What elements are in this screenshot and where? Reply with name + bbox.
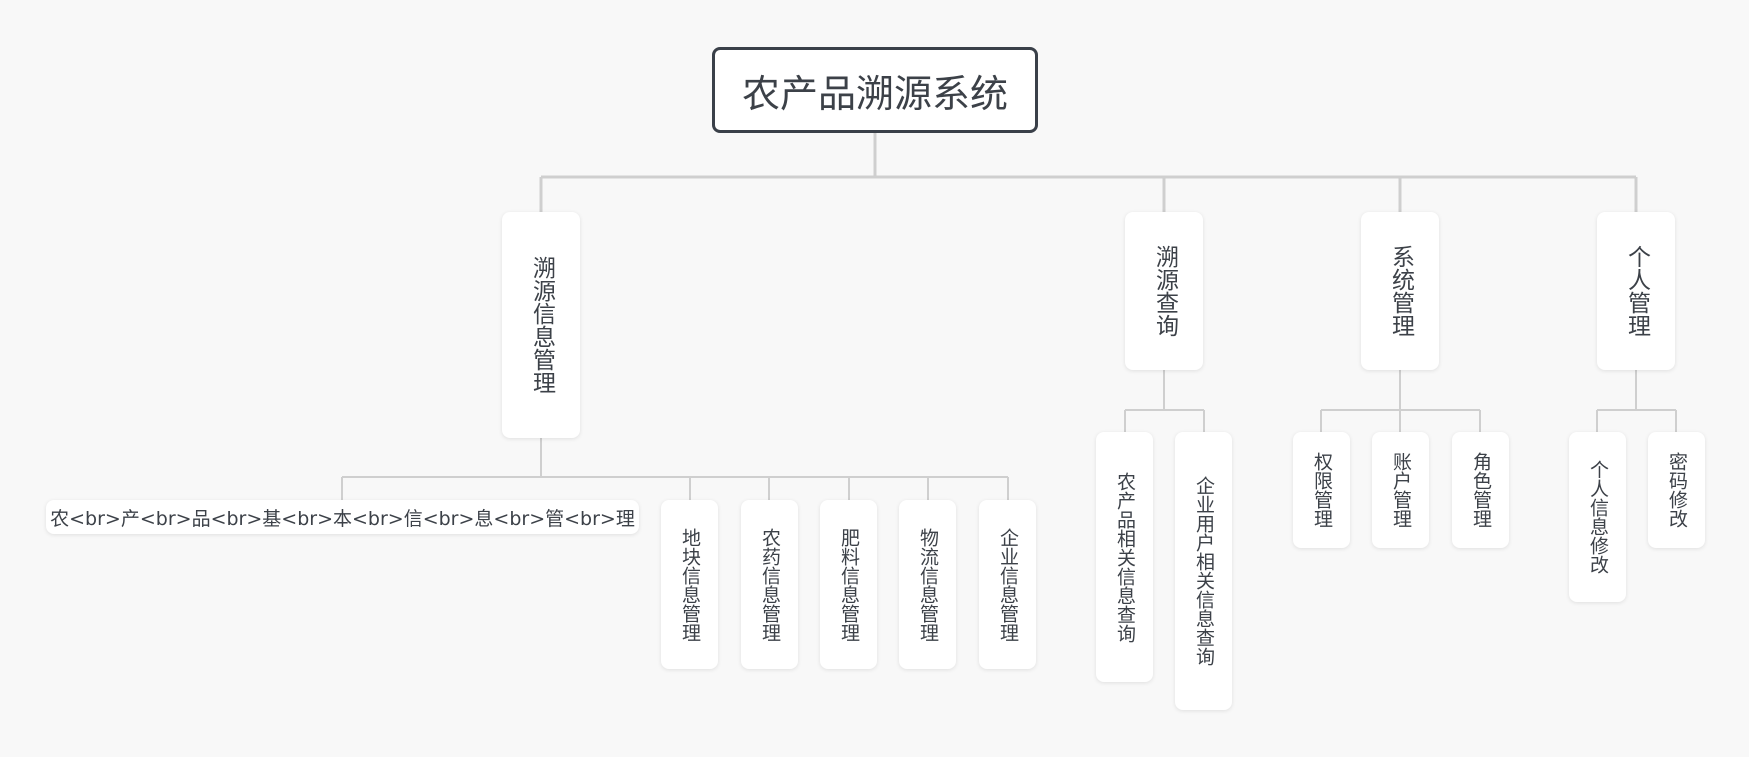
leaf-product-related-query[interactable]: 农产品相关信息查询 [1096, 432, 1153, 682]
branch-trace-query[interactable]: 溯源查询 [1125, 212, 1203, 370]
leaf-pesticide-info[interactable]: 农药信息管理 [741, 500, 798, 669]
leaf-personal-info-edit[interactable]: 个人信息修改 [1569, 432, 1626, 602]
leaf-logistics-info[interactable]: 物流信息管理 [899, 500, 956, 669]
leaf-enterprise-user-query[interactable]: 企业用户相关信息查询 [1175, 432, 1232, 710]
root-node[interactable]: 农产品溯源系统 [712, 47, 1038, 133]
leaf-password-change[interactable]: 密码修改 [1648, 432, 1705, 548]
leaf-enterprise-info[interactable]: 企业信息管理 [979, 500, 1036, 669]
branch-personal-management[interactable]: 个人管理 [1597, 212, 1675, 370]
leaf-account-management[interactable]: 账户管理 [1372, 432, 1429, 548]
leaf-fertilizer-info[interactable]: 肥料信息管理 [820, 500, 877, 669]
leaf-plot-info[interactable]: 地块信息管理 [661, 500, 718, 669]
branch-trace-info-management[interactable]: 溯源信息管理 [502, 212, 580, 438]
leaf-product-basic-info[interactable]: 农<br>产<br>品<br>基<br>本<br>信<br>息<br>管<br>… [46, 500, 639, 534]
branch-system-management[interactable]: 系统管理 [1361, 212, 1439, 370]
leaf-permission-management[interactable]: 权限管理 [1293, 432, 1350, 548]
leaf-role-management[interactable]: 角色管理 [1452, 432, 1509, 548]
